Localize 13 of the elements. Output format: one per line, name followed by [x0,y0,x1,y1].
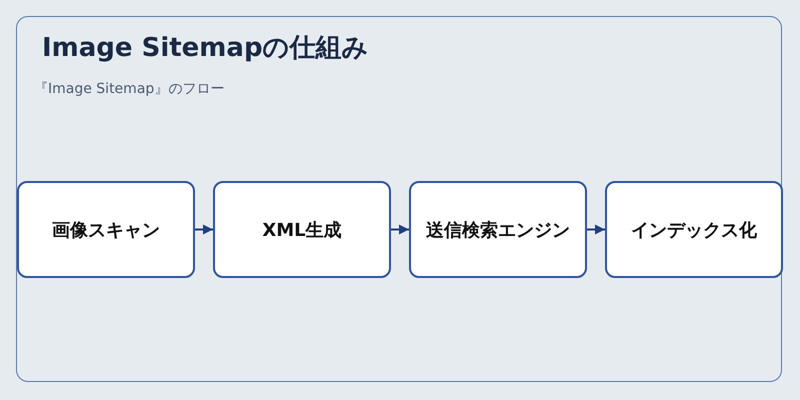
process-box [17,181,195,278]
diagram-title: Image Sitemapの仕組み [42,32,369,65]
arrow [391,224,409,234]
step-label: 送信検索エンジン [426,218,570,242]
arrow [195,224,213,234]
process-box [605,181,783,278]
step-label: インデックス化 [631,218,757,242]
step-label: 画像スキャン [52,218,160,242]
subtitle: 『Image Sitemap』のフロー [34,80,224,98]
process-box [409,181,587,278]
process-box [213,181,391,278]
arrow [587,224,605,234]
step-label: XML生成 [262,218,342,242]
